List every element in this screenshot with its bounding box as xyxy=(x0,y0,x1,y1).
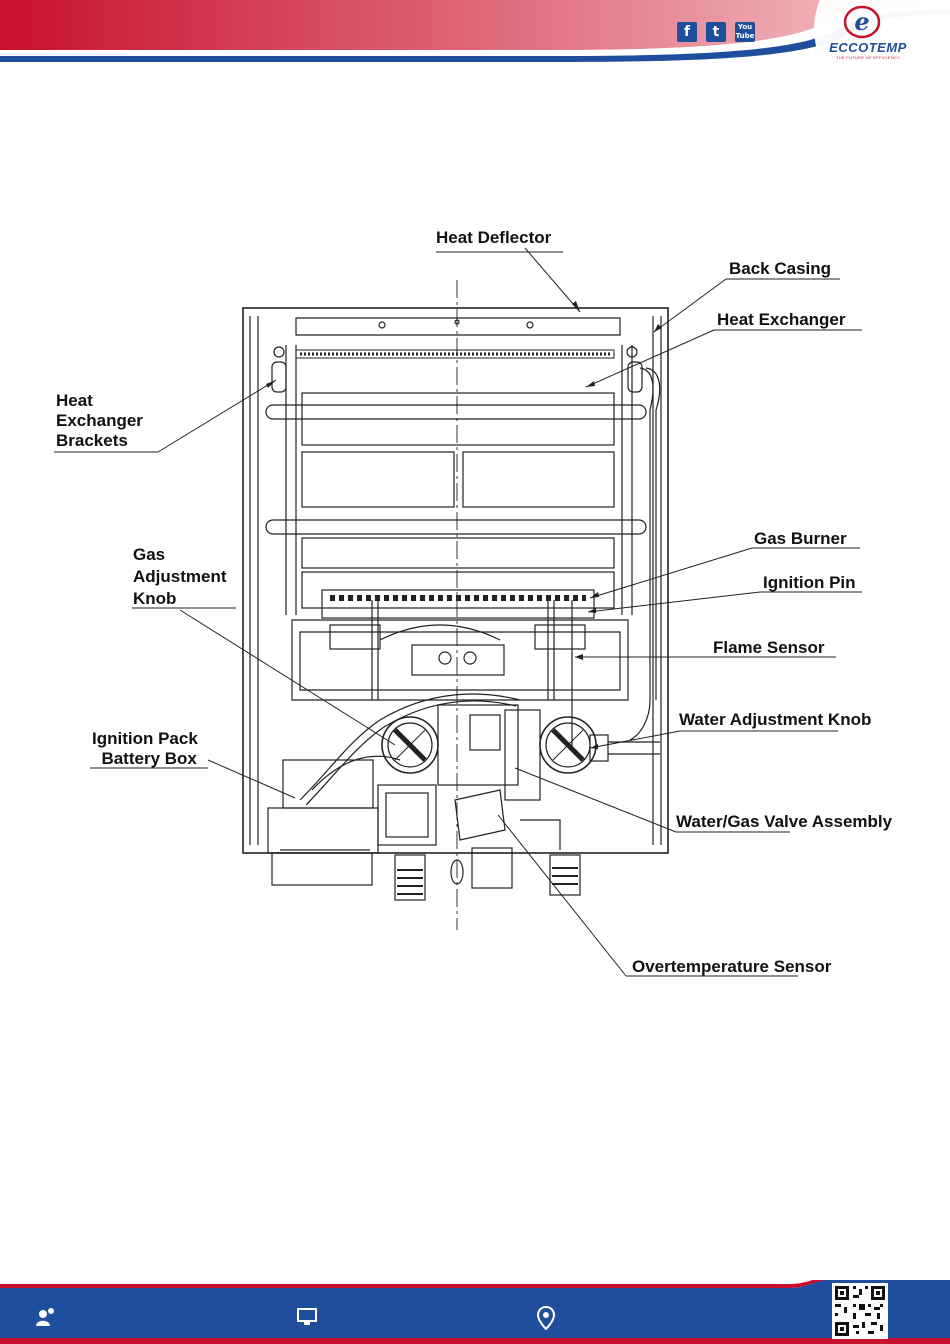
label-ignition-pin: Ignition Pin xyxy=(763,573,856,593)
label-flame-sensor: Flame Sensor xyxy=(713,638,825,658)
label-gas-adjustment-knob: Gas Adjustment Knob xyxy=(133,544,227,610)
location-pin-icon[interactable] xyxy=(536,1306,556,1330)
label-overtemperature-sensor: Overtemperature Sensor xyxy=(632,957,831,977)
label-back-casing: Back Casing xyxy=(729,259,831,279)
label-heat-deflector: Heat Deflector xyxy=(436,228,551,248)
contact-icon[interactable] xyxy=(34,1306,56,1328)
label-water-gas-valve-assembly: Water/Gas Valve Assembly xyxy=(676,812,892,832)
label-heat-exchanger: Heat Exchanger xyxy=(717,310,846,330)
label-heat-exchanger-brackets: Heat Exchanger Brackets xyxy=(56,391,143,451)
label-ignition-pack-battery-box: Ignition Pack Battery Box xyxy=(92,729,198,769)
qr-code-icon[interactable] xyxy=(832,1283,888,1339)
label-gas-burner: Gas Burner xyxy=(754,529,847,549)
label-water-adjustment-knob: Water Adjustment Knob xyxy=(679,710,871,730)
footer-banner xyxy=(0,1280,950,1344)
monitor-icon[interactable] xyxy=(296,1306,318,1328)
